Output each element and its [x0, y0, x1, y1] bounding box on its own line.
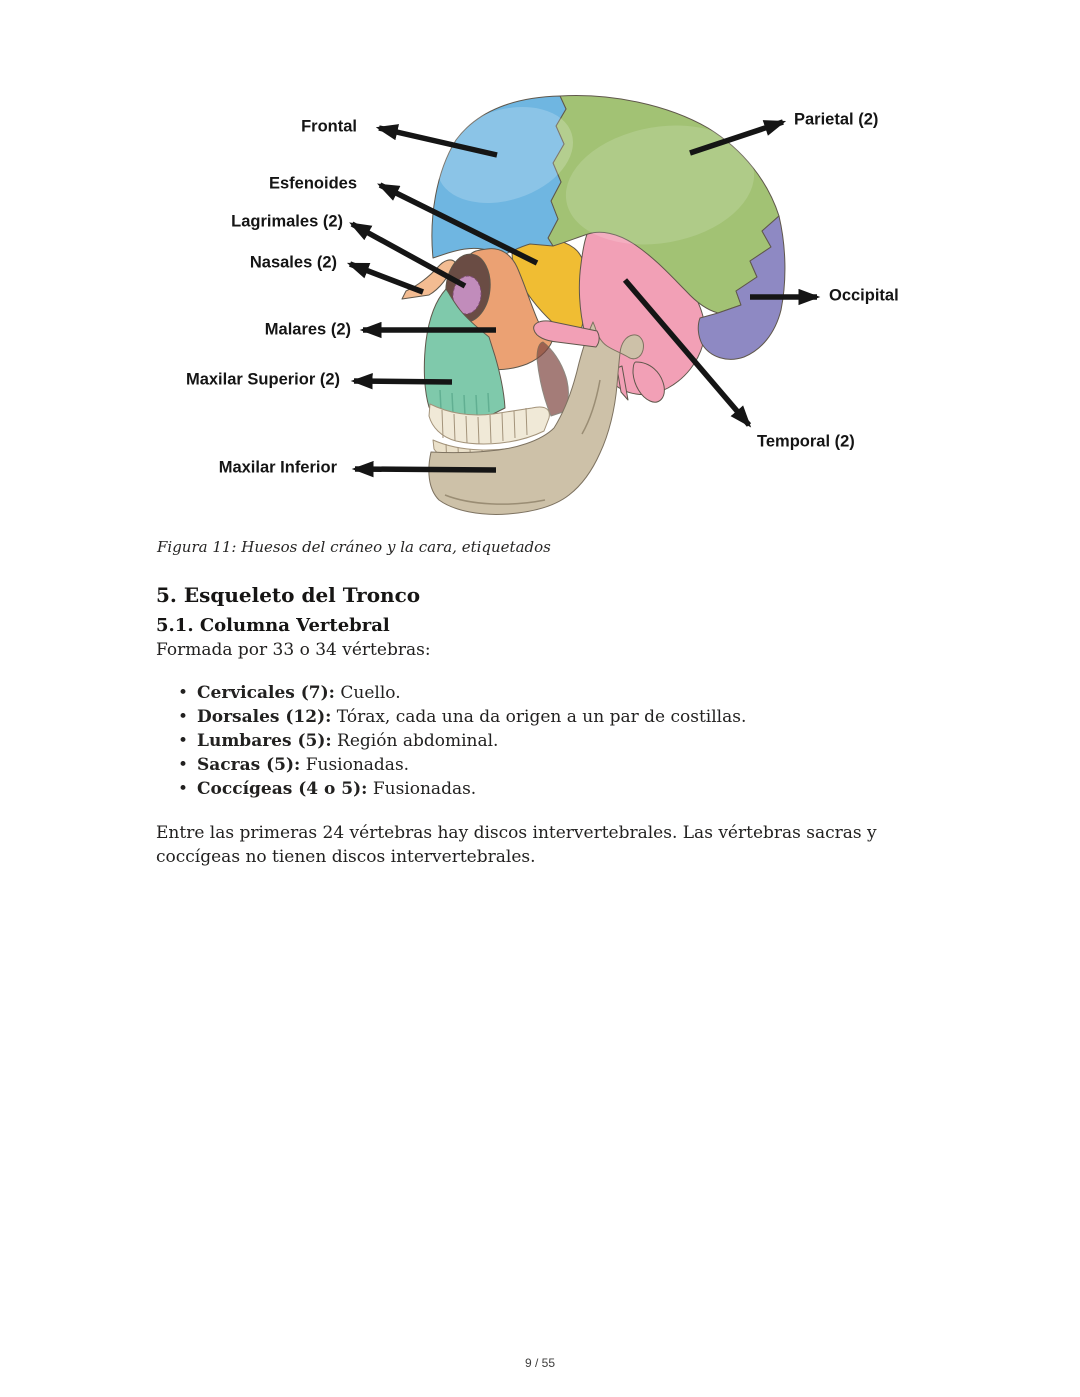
- section-heading: 5. Esqueleto del Tronco: [156, 583, 421, 607]
- figure-caption: Figura 11: Huesos del cráneo y la cara, …: [157, 538, 551, 556]
- frontal-bone-region: [431, 95, 567, 259]
- arrow-parietal: [689, 119, 787, 156]
- arrow-lagrimales: [349, 221, 467, 289]
- list-item-lead: Dorsales (12):: [197, 707, 332, 727]
- list-item-text: Fusionadas.: [367, 779, 477, 799]
- figure-label-maxilar-inferior: Maxilar Inferior: [218, 458, 337, 477]
- list-item-lead: Lumbares (5):: [197, 731, 332, 751]
- body-paragraph: Entre las primeras 24 vértebras hay disc…: [156, 823, 877, 867]
- highlight: [565, 125, 755, 245]
- list-item: Dorsales (12): Tórax, cada una da origen…: [176, 705, 1016, 729]
- list-item-text: Región abdominal.: [331, 731, 499, 751]
- mastoid-process: [632, 361, 665, 403]
- figure-label-nasales: Nasales (2): [249, 253, 337, 272]
- list-item: Coccígeas (4 o 5): Fusionadas.: [176, 777, 1016, 801]
- arrow-temporal: [622, 278, 752, 428]
- list-item: Sacras (5): Fusionadas.: [176, 753, 1016, 777]
- list-item-text: Tórax, cada una da origen a un par de co…: [331, 707, 747, 727]
- arrow-esfenoides: [377, 182, 539, 266]
- parietal-bone-region: [547, 95, 780, 314]
- arrow-maxinf: [351, 460, 497, 478]
- list-item: Lumbares (5): Región abdominal.: [176, 729, 1016, 753]
- list-item-text: Fusionadas.: [300, 755, 410, 775]
- infratemporal-shadow: [536, 341, 569, 417]
- figure-label-parietal: Parietal (2): [794, 110, 879, 129]
- mandible-bone-region: [428, 321, 644, 515]
- list-item-lead: Sacras (5):: [197, 755, 301, 775]
- list-item: Cervicales (7): Cuello.: [176, 681, 1016, 705]
- subsection-heading: 5.1. Columna Vertebral: [156, 615, 390, 636]
- arrow-nasales: [346, 261, 424, 295]
- list-item-lead: Cervicales (7):: [197, 683, 335, 703]
- occipital-bone-region: [697, 215, 786, 360]
- arrow-frontal: [375, 124, 498, 158]
- list-item-text: Cuello.: [334, 683, 401, 703]
- skull-diagram: [346, 95, 821, 515]
- figure-label-frontal: Frontal: [301, 117, 357, 136]
- zygomatic-arch: [533, 320, 600, 348]
- intro-text: Formada por 33 o 34 vértebras:: [156, 640, 431, 660]
- figure-label-esfenoides: Esfenoides: [268, 174, 357, 193]
- list-item-lead: Coccígeas (4 o 5):: [197, 779, 368, 799]
- leader-arrows: [346, 119, 821, 478]
- highlight: [436, 107, 574, 203]
- figure-label-temporal: Temporal (2): [757, 432, 855, 451]
- arrow-maxsup: [350, 372, 453, 390]
- figure-label-occipital: Occipital: [829, 286, 899, 305]
- figure-label-maxilar-superior: Maxilar Superior (2): [185, 370, 340, 389]
- vertebrae-list: Cervicales (7): Cuello. Dorsales (12): T…: [176, 681, 1016, 801]
- figure-label-lagrimales: Lagrimales (2): [231, 212, 343, 231]
- page-number: 9 / 55: [524, 1356, 556, 1370]
- skull-figure: Frontal Esfenoides Lagrimales (2) Nasale…: [0, 0, 1080, 560]
- upper-teeth: [428, 403, 550, 445]
- figure-label-malares: Malares (2): [264, 320, 351, 339]
